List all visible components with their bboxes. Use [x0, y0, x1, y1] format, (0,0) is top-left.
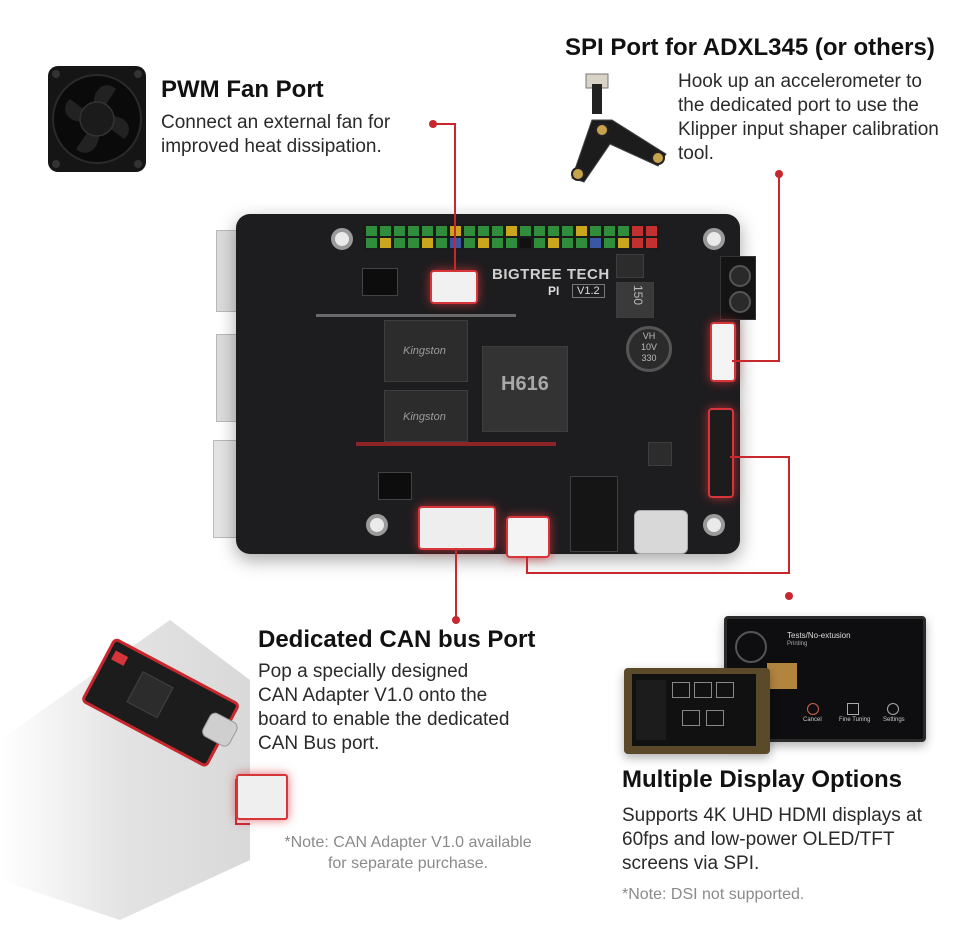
small-chip [648, 442, 672, 466]
spi-port-connector [710, 322, 736, 382]
callout-line [778, 174, 780, 362]
fan-header-pins [362, 268, 398, 296]
callout-dot [785, 592, 793, 600]
callout-line [455, 548, 457, 618]
display-note: *Note: DSI not supported. [622, 886, 805, 903]
mounting-hole [331, 228, 353, 250]
gpio-header [364, 224, 660, 250]
callout-line [732, 360, 780, 362]
soc-label: H616 [501, 373, 549, 395]
mounting-hole [703, 514, 725, 536]
spi-desc-line: Hook up an accelerometer to [678, 71, 922, 92]
usb-c-port [634, 510, 688, 554]
accelerometer-image [562, 70, 674, 186]
inductor-label: 150 [631, 285, 645, 306]
fan-desc-line: improved heat dissipation. [161, 136, 382, 157]
can-adapter-image [0, 620, 287, 920]
callout-line [526, 572, 790, 574]
can-note-line: *Note: CAN Adapter V1.0 available [284, 834, 532, 851]
screen-progress [735, 631, 767, 663]
fan-image [46, 64, 148, 174]
board-trace [316, 314, 516, 317]
callout-dot [452, 616, 460, 624]
can-note-line: for separate purchase. [327, 855, 489, 872]
can-extra-connector [236, 774, 288, 820]
inductor: 150 [616, 282, 654, 318]
capacitor: VH 10V 330 [626, 326, 672, 372]
cap-label: 330 [641, 353, 657, 363]
screen-btn-settings: Settings [883, 717, 905, 723]
board-version: V1.2 [572, 284, 605, 298]
screen-btn-cancel: Cancel [803, 717, 822, 723]
display-title: Multiple Display Options [622, 766, 903, 793]
cap-label: 10V [640, 342, 657, 352]
ram-chip: Kingston [384, 390, 468, 442]
board-model: PI [548, 284, 560, 298]
board-trace [356, 442, 556, 446]
can-desc-line: CAN Adapter V1.0 onto the [258, 685, 488, 706]
display-desc-line: screens via SPI. [622, 853, 760, 874]
fan-desc-line: Connect an external fan for [161, 112, 391, 133]
fan-port-connector [430, 270, 478, 304]
spi-desc-line: Klipper input shaper calibration [678, 119, 939, 140]
spi-desc-line: tool. [678, 143, 714, 164]
screen-status: Printing [787, 641, 808, 647]
callout-line [526, 556, 528, 574]
pi-board: BIGTREE TECH PI V1.2 Kingston Kingston H… [236, 214, 756, 558]
cap-label: VH [642, 331, 656, 341]
display-desc-line: 60fps and low-power OLED/TFT [622, 829, 895, 850]
small-chip [616, 254, 644, 278]
jst-connector [506, 516, 550, 558]
mounting-hole [703, 228, 725, 250]
can-description: Pop a specially designed CAN Adapter V1.… [258, 660, 509, 756]
screen-cube [767, 663, 797, 689]
mounting-hole [366, 514, 388, 536]
can-header-pins [378, 472, 412, 500]
display-description: Supports 4K UHD HDMI displays at 60fps a… [622, 804, 922, 876]
ram-chip: Kingston [384, 320, 468, 382]
spi-description: Hook up an accelerometer to the dedicate… [678, 70, 939, 166]
soc-chip: H616 [482, 346, 568, 432]
audio-jack [570, 476, 618, 552]
callout-line [788, 456, 790, 574]
can-port-connector [418, 506, 496, 550]
can-desc-line: CAN Bus port. [258, 733, 380, 754]
power-terminal [720, 256, 756, 320]
display-port-connector [708, 408, 734, 498]
callout-line [454, 123, 456, 271]
board-brand: BIGTREE TECH [492, 266, 610, 283]
can-desc-line: board to enable the dedicated [258, 709, 510, 730]
screen-title: Tests/No-extusion [787, 631, 851, 640]
callout-line [730, 456, 790, 458]
can-desc-line: Pop a specially designed [258, 661, 469, 682]
screen-btn-fine-tuning: Fine Tuning [839, 717, 871, 723]
ram-brand: Kingston [403, 411, 446, 423]
ram-brand: Kingston [403, 345, 446, 357]
display-desc-line: Supports 4K UHD HDMI displays at [622, 805, 922, 826]
callout-line [433, 123, 455, 125]
can-note: *Note: CAN Adapter V1.0 available for se… [258, 832, 558, 874]
fan-title: PWM Fan Port [161, 76, 324, 103]
spi-desc-line: the dedicated port to use the [678, 95, 919, 116]
fan-description: Connect an external fan for improved hea… [161, 111, 390, 159]
small-display-image [624, 668, 770, 754]
can-title: Dedicated CAN bus Port [258, 626, 536, 653]
spi-title: SPI Port for ADXL345 (or others) [565, 34, 935, 61]
